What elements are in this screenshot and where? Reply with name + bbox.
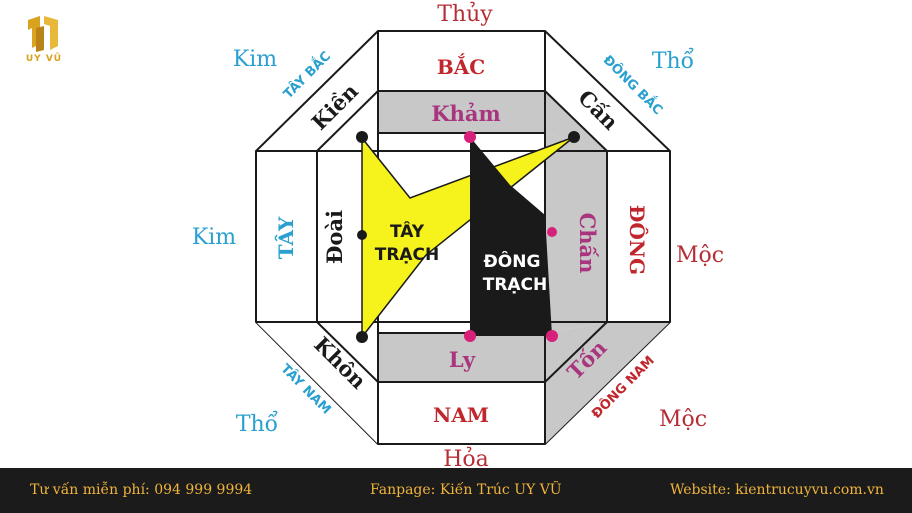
- trigram-south: Ly: [449, 347, 476, 372]
- element-north: Thủy: [437, 1, 493, 27]
- east-group-label-line1: ĐÔNG: [484, 250, 541, 272]
- logo-mark-icon: [28, 16, 58, 52]
- website-link[interactable]: Website: kientrucuyvu.com.vn: [670, 482, 884, 498]
- west-dot: [357, 230, 367, 240]
- element-south: Hỏa: [443, 446, 489, 468]
- north-gray-band: [378, 91, 545, 133]
- element-southwest: Thổ: [236, 409, 278, 437]
- logo-text: UY VŨ: [25, 54, 63, 64]
- direction-north: BẮC: [437, 52, 485, 79]
- direction-south: NAM: [433, 403, 489, 427]
- element-west: Kim: [192, 225, 236, 250]
- element-east: Mộc: [676, 243, 724, 268]
- direction-east: ĐÔNG: [625, 205, 650, 275]
- direction-west: TÂY: [274, 216, 298, 259]
- south-dot: [464, 330, 476, 342]
- element-northeast: Thổ: [652, 46, 694, 74]
- bagua-diagram: TÂY TRẠCH ĐÔNG TRẠCH BẮC NAM ĐÔNG TÂY TÂ…: [192, 1, 724, 468]
- trigram-west: Đoài: [322, 210, 347, 264]
- east-dot: [547, 227, 557, 237]
- northwest-dot: [356, 131, 368, 143]
- southwest-dot: [356, 331, 368, 343]
- element-northwest: Kim: [233, 47, 277, 72]
- south-gray-band: [378, 333, 545, 382]
- east-group-zone: [470, 137, 552, 336]
- northeast-dot: [568, 131, 580, 143]
- brand-logo: UY VŨ: [14, 14, 74, 70]
- footer-bar: Tư vấn miễn phí: 094 999 9994 Fanpage: K…: [0, 468, 912, 513]
- consult-phone-text: Tư vấn miễn phí: 094 999 9994: [30, 482, 253, 498]
- southeast-dot: [546, 330, 558, 342]
- trigram-north: Khảm: [431, 101, 500, 126]
- west-group-label-line1: TÂY: [390, 220, 425, 242]
- west-group-label-line2: TRẠCH: [375, 245, 440, 265]
- east-group-label-line2: TRẠCH: [483, 275, 548, 295]
- fanpage-link[interactable]: Fanpage: Kiến Trúc UY VŨ: [370, 482, 562, 498]
- north-dot: [464, 131, 476, 143]
- element-southeast: Mộc: [659, 407, 707, 432]
- east-gray-band: [545, 133, 607, 333]
- trigram-east: Chấn: [575, 213, 600, 274]
